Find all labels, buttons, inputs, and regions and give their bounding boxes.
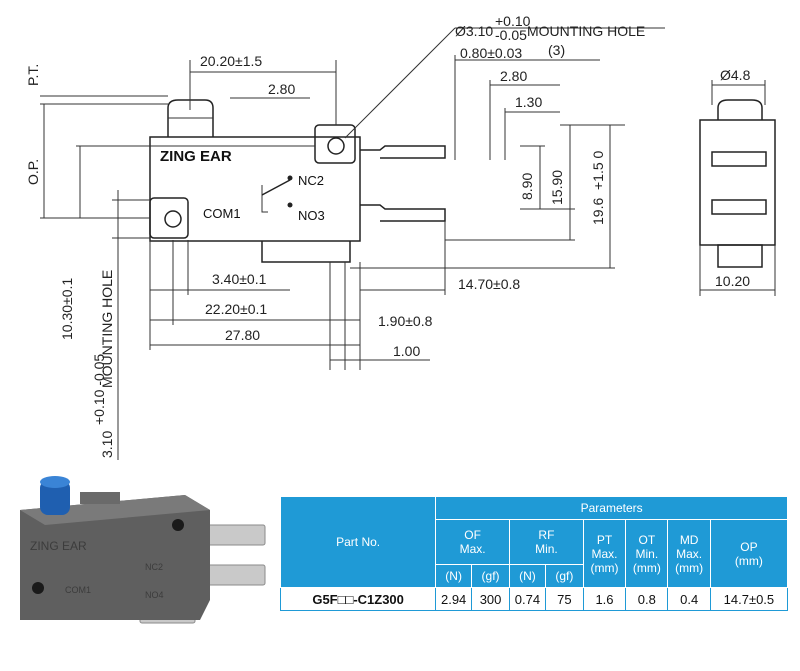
dim-3-40: 3.40±0.1 — [212, 271, 267, 287]
ot-cell: 0.8 — [625, 587, 669, 611]
dim-14-70: 14.70±0.8 — [458, 276, 520, 292]
dim-10-30: 10.30±0.1 — [59, 278, 75, 340]
brand-label: ZING EAR — [160, 148, 232, 165]
photo-no-label: NO4 — [145, 590, 164, 600]
dim-0-80-note: (3) — [548, 42, 565, 58]
switch-body-outline — [149, 99, 446, 263]
of-gf-cell: 300 — [471, 587, 511, 611]
dim-10-20: 10.20 — [715, 273, 750, 289]
op-cell: 14.7±0.5 — [709, 587, 789, 611]
of-n-cell: 2.94 — [435, 587, 473, 611]
of-gf-unit: (gf) — [471, 564, 511, 588]
dim-8-90: 8.90 — [519, 173, 535, 200]
dim-1-00: 1.00 — [393, 343, 420, 359]
dimension-lines — [40, 27, 665, 460]
mounting-hole-left-suffix: MOUNTING HOLE — [99, 270, 115, 388]
dim-1-30: 1.30 — [515, 94, 542, 110]
dim-27-80: 27.80 — [225, 327, 260, 343]
dim-1-90: 1.90±0.8 — [378, 313, 433, 329]
table-row: G5F□□-C1Z300 2.94 300 0.74 75 1.6 0.8 0.… — [279, 587, 789, 611]
photo-brand-label: ZING EAR — [30, 539, 87, 553]
pt-label: P.T. — [25, 64, 41, 86]
parameters-header: Parameters — [435, 496, 788, 520]
op-label: O.P. — [25, 159, 41, 185]
part-no-cell: G5F□□-C1Z300 — [279, 587, 437, 611]
mounting-hole-left-tol: +0.10 -0.05 — [91, 354, 107, 425]
dim-4-8: Ø4.8 — [720, 67, 751, 83]
technical-drawing: ZING EAR NC2 COM1 NO3 — [25, 13, 776, 460]
nc-terminal-label: NC2 — [298, 173, 324, 188]
dim-2-80-top: 2.80 — [500, 68, 527, 84]
mounting-hole-top-sup: +0.10 — [495, 13, 531, 29]
op-header: OP(mm) — [709, 519, 789, 588]
dim-0-80: 0.80±0.03 — [460, 45, 522, 61]
photo-com-label: COM1 — [65, 585, 91, 595]
dim-19-6-tol: +1.5 0 — [590, 150, 606, 190]
dim-19-6: 19.6 — [590, 198, 606, 225]
pt-cell: 1.6 — [582, 587, 627, 611]
of-n-unit: (N) — [435, 564, 473, 588]
part-no-header: Part No. — [279, 496, 437, 588]
dim-20-20: 20.20±1.5 — [200, 53, 262, 69]
rf-gf-unit: (gf) — [544, 564, 584, 588]
product-photo: ZING EAR NC2 COM1 NO4 — [20, 476, 266, 624]
mounting-hole-top-suffix: MOUNTING HOLE — [527, 23, 645, 39]
dim-15-90: 15.90 — [549, 170, 565, 205]
mounting-hole-top-sub: -0.05 — [495, 27, 527, 43]
md-cell: 0.4 — [667, 587, 711, 611]
dim-22-20: 22.20±0.1 — [205, 301, 267, 317]
mounting-hole-top-dim: Ø3.10 — [455, 23, 493, 39]
end-view — [699, 80, 776, 296]
no-terminal-label: NO3 — [298, 208, 325, 223]
plunger-icon — [40, 480, 70, 515]
rf-n-cell: 0.74 — [509, 587, 546, 611]
mounting-hole-left-dim: 3.10 — [99, 431, 115, 458]
com-terminal-label: COM1 — [203, 206, 241, 221]
dim-2-80-left: 2.80 — [268, 81, 295, 97]
rf-n-unit: (N) — [509, 564, 546, 588]
rf-gf-cell: 75 — [544, 587, 584, 611]
photo-nc-label: NC2 — [145, 562, 163, 572]
